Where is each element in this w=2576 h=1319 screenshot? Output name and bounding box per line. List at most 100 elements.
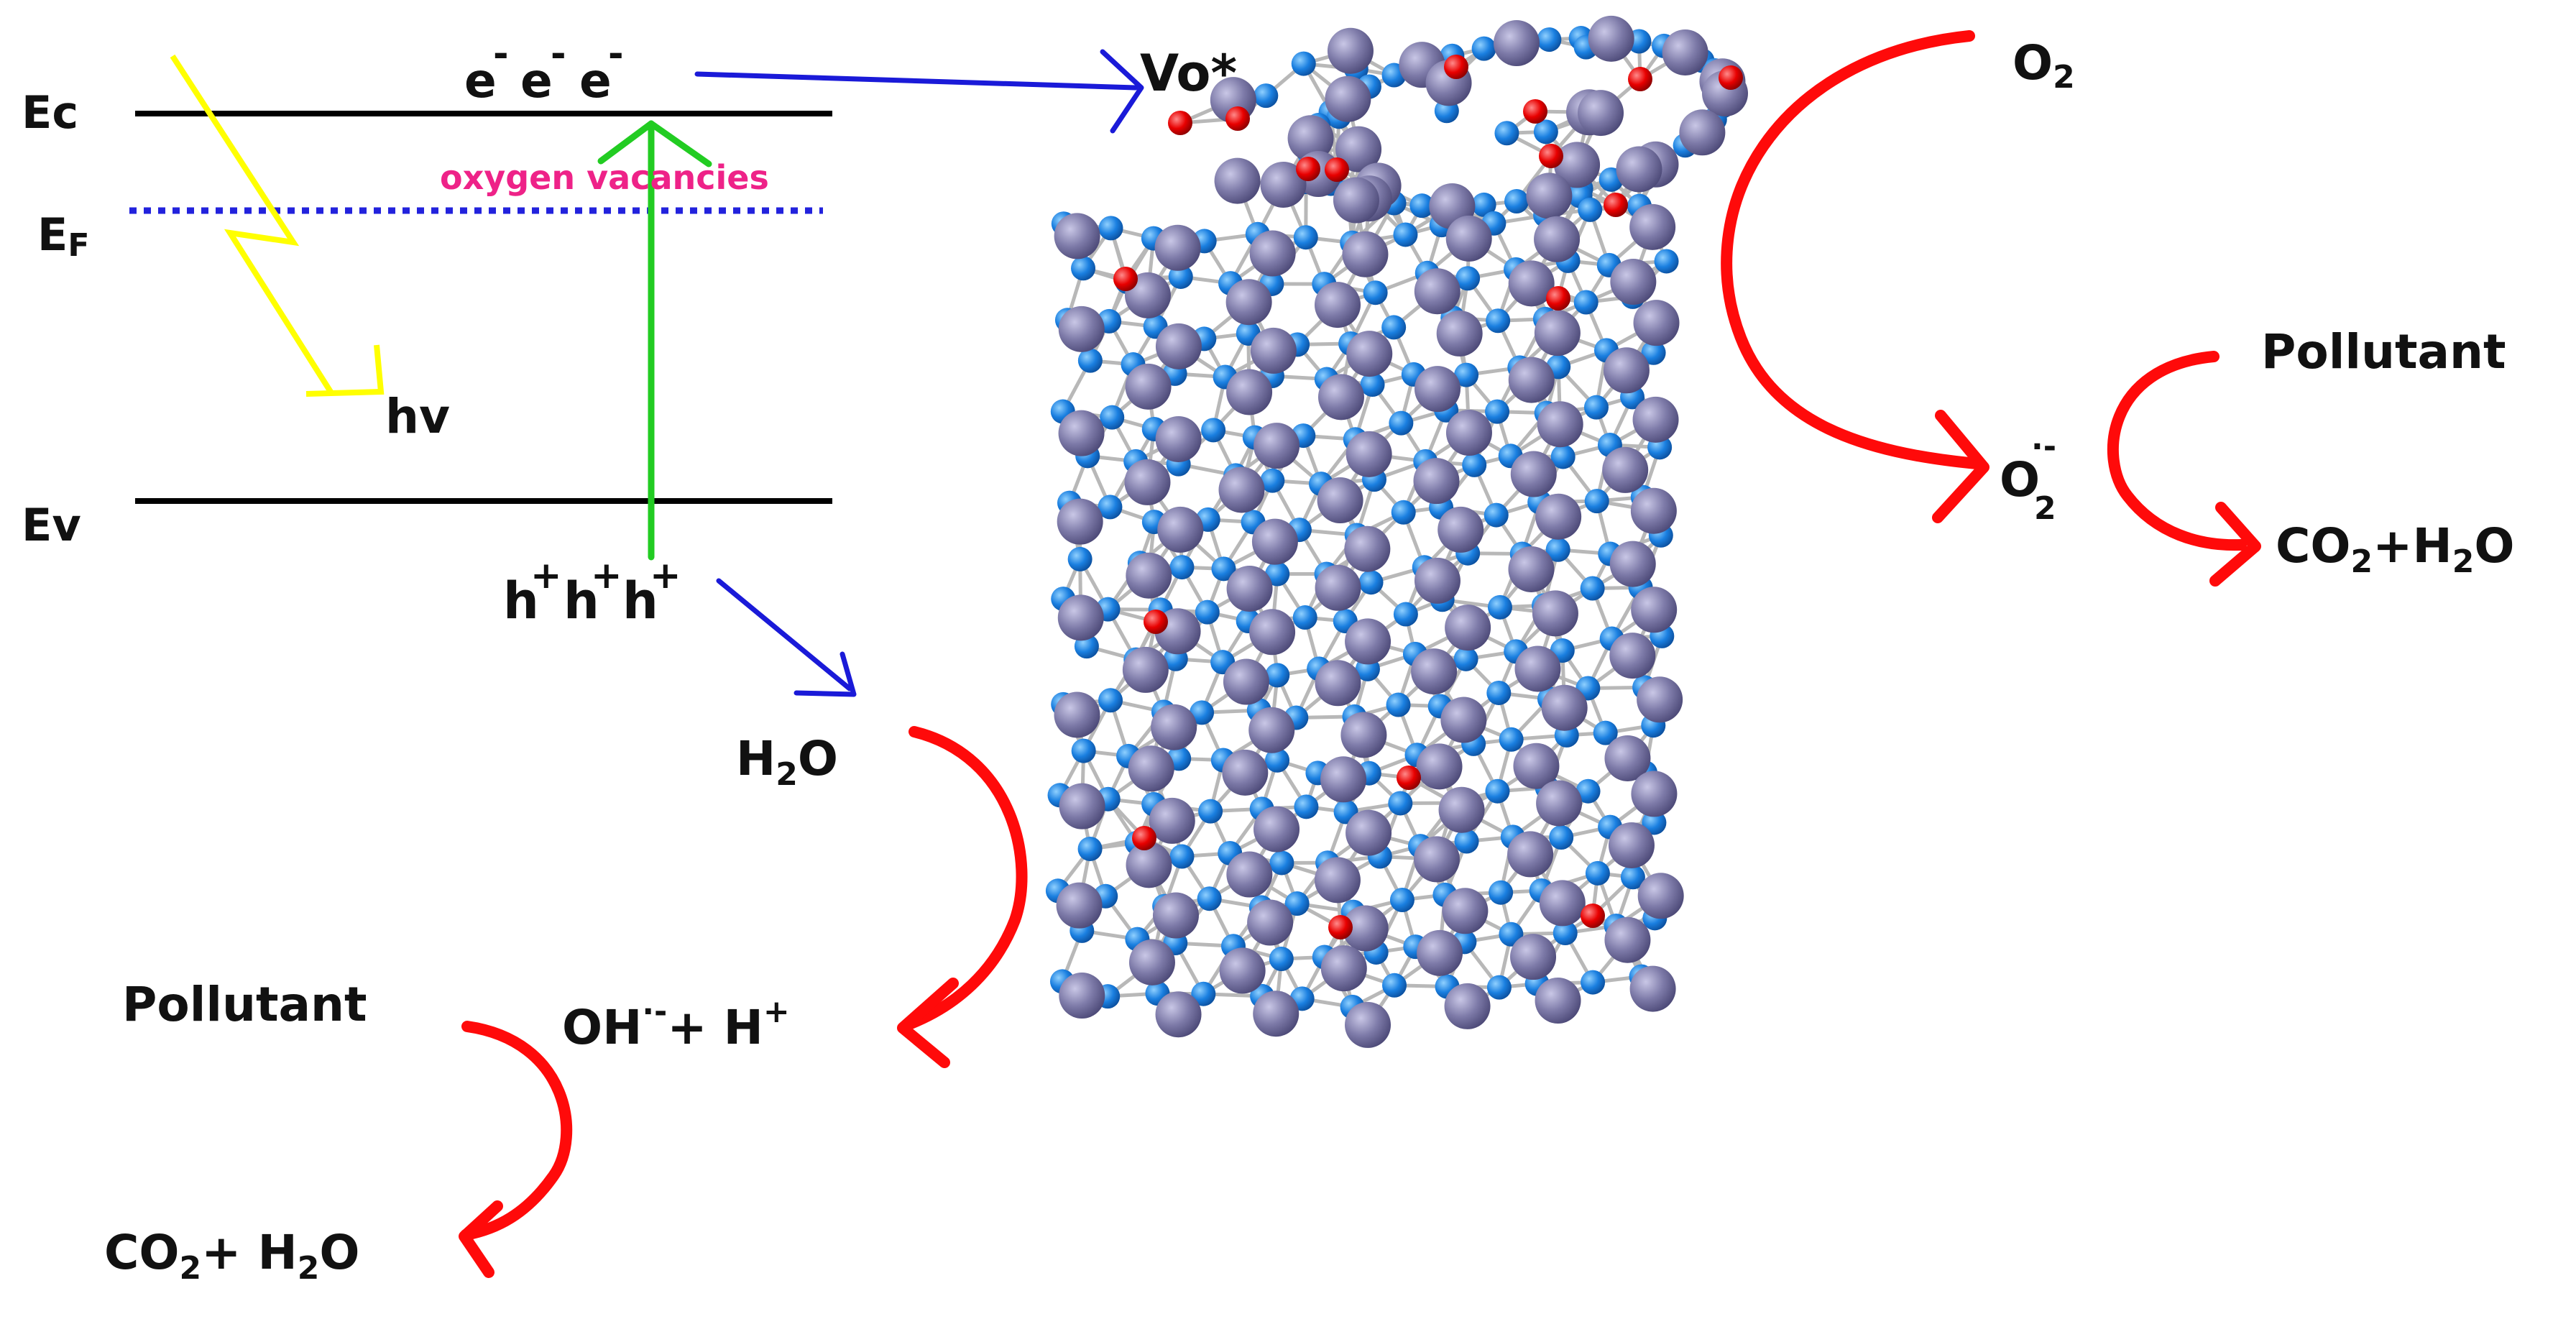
hole: h xyxy=(503,571,539,630)
superoxide-charge: ·- xyxy=(2031,428,2056,465)
metal-atom xyxy=(1346,331,1393,377)
oxygen-atom xyxy=(1719,65,1743,90)
lattice-atom xyxy=(1363,280,1388,305)
metal-atom xyxy=(1126,842,1172,888)
oxygen-atom xyxy=(1581,904,1605,928)
metal-atom xyxy=(1122,646,1169,693)
lattice-atom xyxy=(1211,556,1236,582)
oxygen-atom xyxy=(1523,99,1547,124)
metal-atom xyxy=(1578,90,1624,137)
lattice-atom xyxy=(1389,410,1414,436)
metal-atom xyxy=(1325,75,1371,122)
metal-atom xyxy=(1438,506,1484,553)
lightning-icon xyxy=(170,54,385,397)
lattice-atom xyxy=(1471,36,1496,61)
electron: e xyxy=(464,53,497,109)
degradation-arrow-right xyxy=(2107,351,2261,587)
metal-atom xyxy=(1249,230,1296,277)
lattice-atom xyxy=(1269,850,1294,875)
metal-atom xyxy=(1254,806,1300,852)
lattice-atom xyxy=(1576,778,1601,804)
metal-atom xyxy=(1059,783,1105,829)
metal-atom xyxy=(1344,525,1391,572)
metal-atom xyxy=(1536,780,1583,827)
metal-atom xyxy=(1436,310,1483,357)
metal-atom xyxy=(1315,660,1361,707)
metal-atom xyxy=(1287,115,1334,162)
metal-atom xyxy=(1631,771,1678,817)
lattice-atom xyxy=(1533,119,1558,144)
metal-atom xyxy=(1157,506,1204,553)
metal-atom xyxy=(1225,279,1272,326)
lattice-atom xyxy=(1169,555,1195,580)
metal-atom xyxy=(1610,259,1657,305)
metal-atom xyxy=(1537,401,1583,448)
metal-atom xyxy=(1214,157,1261,204)
metal-atom xyxy=(1059,973,1105,1019)
lattice-atom xyxy=(1593,720,1618,745)
metal-atom xyxy=(1440,697,1487,743)
lattice-atom xyxy=(1195,599,1220,625)
hole: h xyxy=(622,571,658,630)
metal-atom xyxy=(1260,161,1307,208)
ec-label: Ec xyxy=(22,86,78,139)
superoxide-label: O xyxy=(2000,452,2040,507)
metal-atom xyxy=(1442,888,1489,934)
lattice-atom xyxy=(1489,880,1514,905)
metal-atom xyxy=(1508,260,1555,307)
lattice-atom xyxy=(1191,981,1216,1006)
oxygen-atom xyxy=(1325,157,1349,182)
metal-atom xyxy=(1317,477,1363,524)
lattice-atom xyxy=(1455,266,1481,291)
metal-atom xyxy=(1253,991,1300,1037)
lattice-atom xyxy=(1454,829,1479,854)
lattice-atom xyxy=(1494,121,1519,146)
lattice-atom xyxy=(1293,225,1318,250)
metal-atom xyxy=(1152,892,1199,939)
lattice-atom xyxy=(1382,973,1407,998)
metal-atom xyxy=(1346,431,1392,477)
metal-atom xyxy=(1608,822,1655,868)
metal-atom xyxy=(1438,786,1485,833)
lattice-atom xyxy=(1486,680,1512,705)
metal-atom xyxy=(1507,831,1554,878)
lattice-atom xyxy=(1269,947,1294,972)
metal-atom xyxy=(1155,323,1202,369)
lattice-atom xyxy=(1393,602,1418,627)
lattice-atom xyxy=(1391,500,1416,525)
metal-atom xyxy=(1149,797,1195,844)
metal-atom xyxy=(1539,880,1586,927)
metal-atom xyxy=(1508,357,1555,403)
metal-atom xyxy=(1333,177,1379,224)
lattice-atom xyxy=(1077,348,1103,373)
degradation-arrow-left xyxy=(459,1021,573,1278)
holes: h h h + + + xyxy=(503,554,681,630)
metal-atom xyxy=(1154,224,1201,271)
metal-atom xyxy=(1604,916,1651,963)
lattice-atom xyxy=(1453,646,1478,671)
lattice-atom xyxy=(1485,399,1510,424)
oxygen-vacancies-label: oxygen vacancies xyxy=(440,158,769,197)
reduction-arrow xyxy=(1721,30,1990,523)
metal-atom xyxy=(1662,29,1708,75)
lattice-atom xyxy=(1537,27,1562,52)
hole-charge: + xyxy=(591,554,622,597)
photon-label: hv xyxy=(385,389,450,444)
electrons: e e e - - - xyxy=(464,32,624,109)
metal-atom xyxy=(1679,109,1726,156)
metal-atom xyxy=(1534,310,1581,357)
metal-atom xyxy=(1633,300,1680,346)
lattice-atom xyxy=(1201,418,1226,443)
hole-charge: + xyxy=(650,554,681,597)
oxygen-atom xyxy=(1144,610,1168,634)
metal-atom xyxy=(1414,366,1460,413)
lattice-atom xyxy=(1454,362,1479,387)
oxygen-atom xyxy=(1168,111,1192,135)
metal-atom xyxy=(1526,173,1573,219)
lattice-atom xyxy=(1360,372,1385,397)
lattice-atom xyxy=(1573,290,1598,315)
lattice-atom xyxy=(1578,197,1603,222)
lattice-atom xyxy=(1265,561,1290,587)
hole-charge: + xyxy=(530,554,562,597)
